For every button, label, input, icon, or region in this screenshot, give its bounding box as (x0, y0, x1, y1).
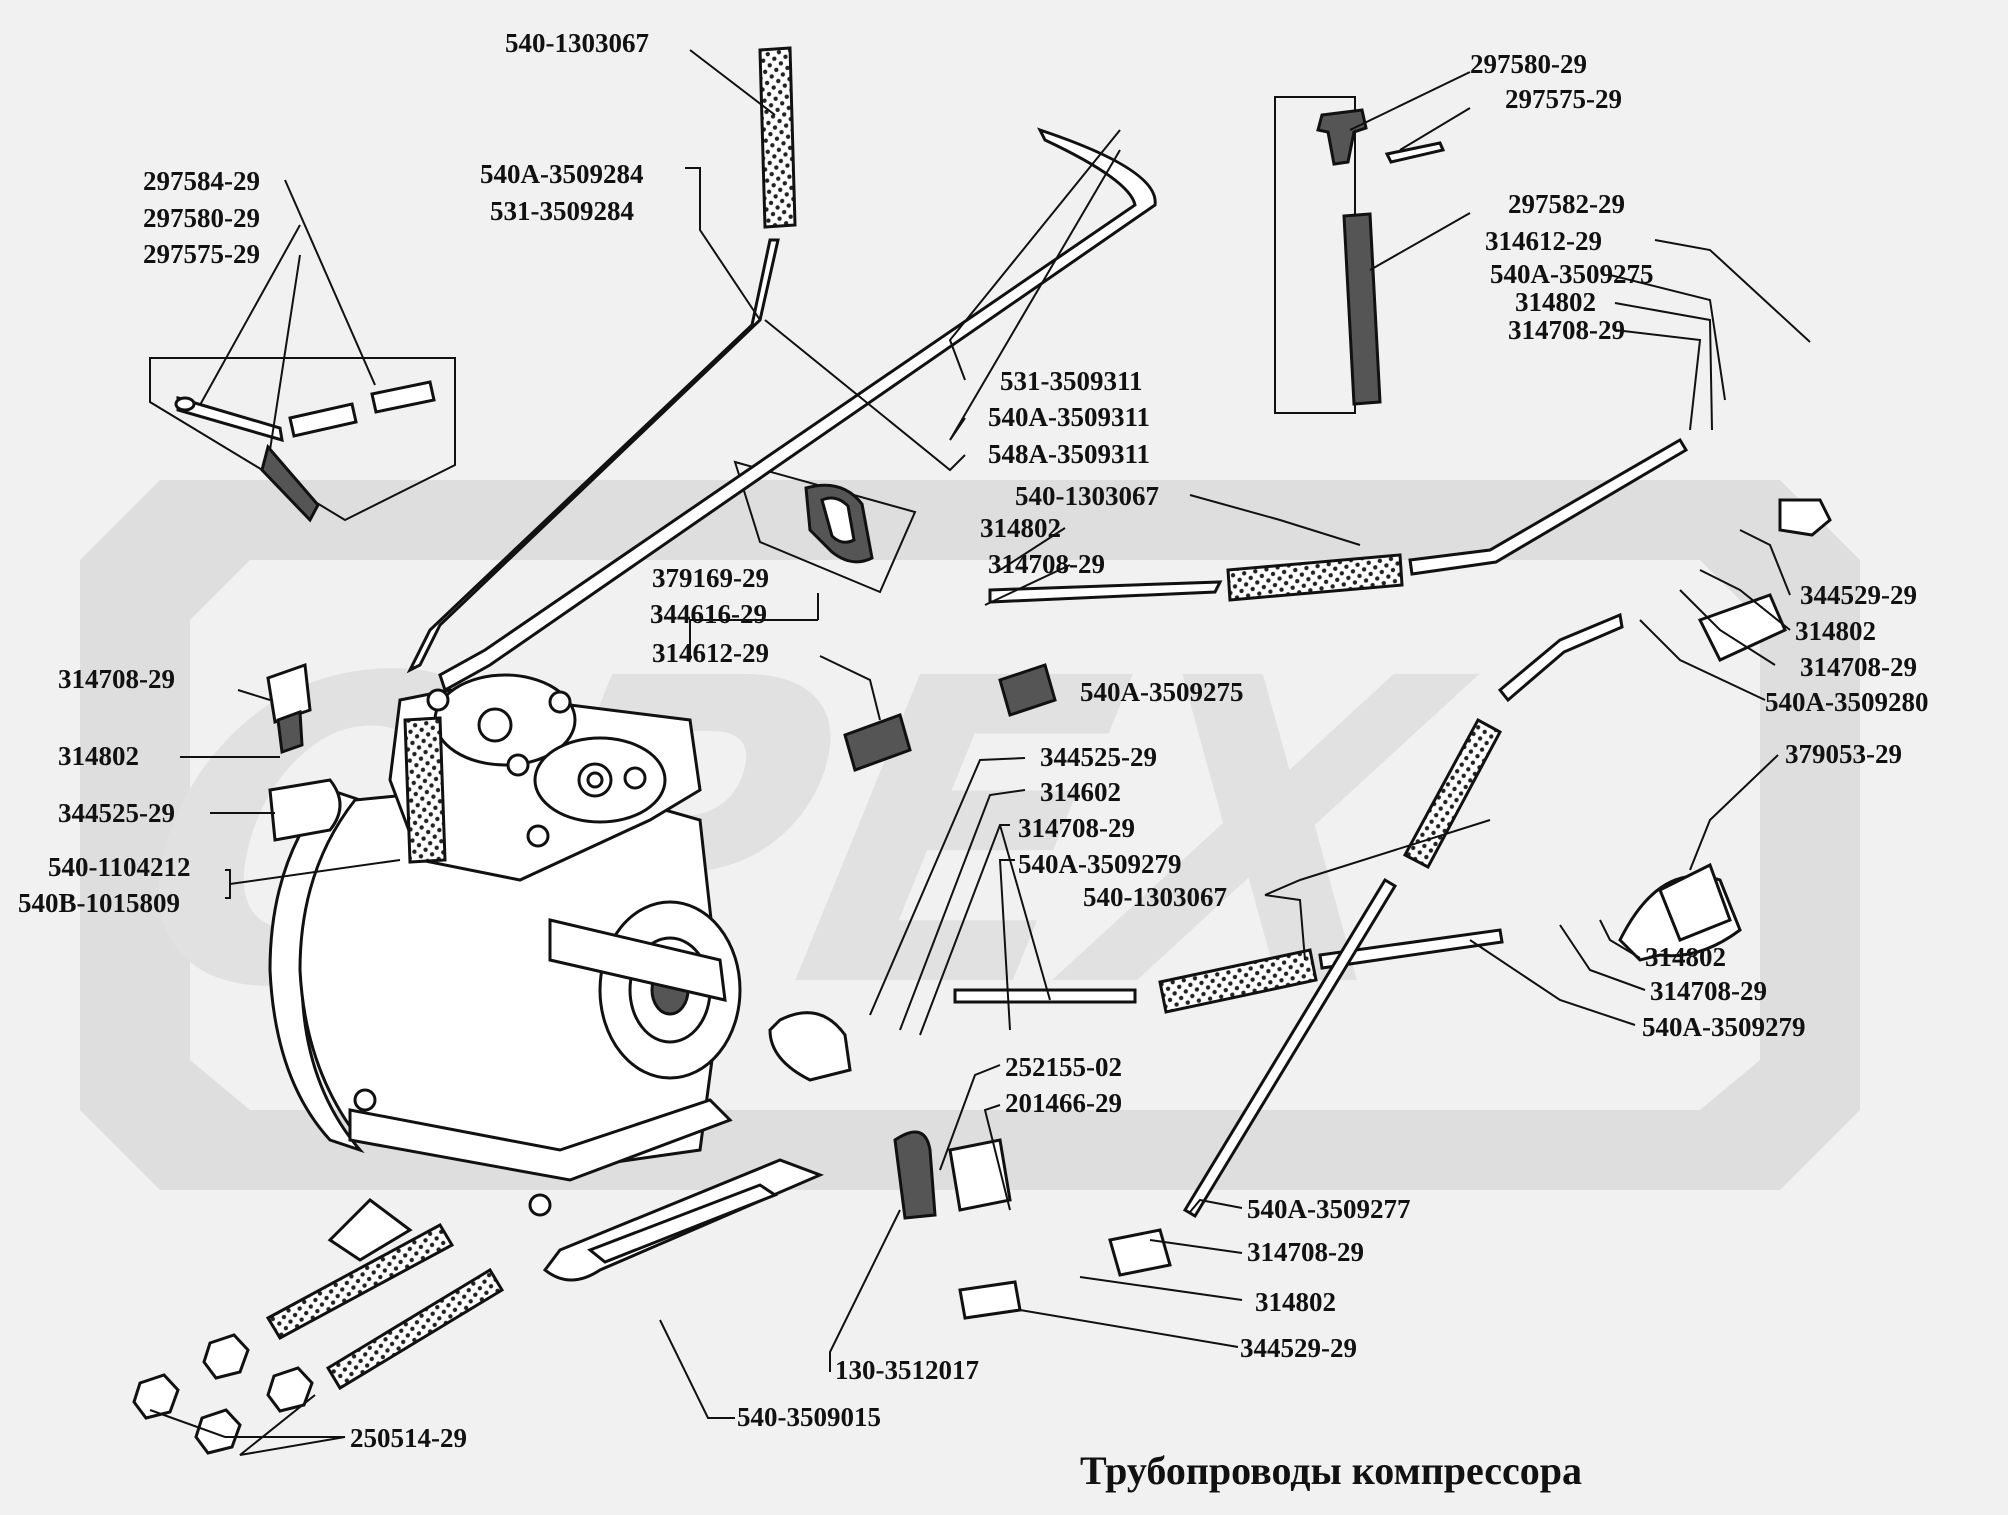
part-label: 314708-29 (988, 549, 1105, 579)
inset-parts (174, 108, 1446, 564)
part-label: 344525-29 (58, 798, 175, 828)
part-label: 314708-29 (1650, 976, 1767, 1006)
part-label: 540А-3509279 (1642, 1012, 1806, 1042)
part-label: 314708-29 (58, 664, 175, 694)
part-label: 540-1104212 (48, 852, 191, 882)
compressor (268, 673, 825, 1282)
part-label: 252155-02 (1005, 1052, 1122, 1082)
part-label: 297584-29 (143, 166, 260, 196)
part-label: 314802 (1795, 616, 1876, 646)
part-label: 344529-29 (1800, 580, 1917, 610)
part-label: 540А-3509280 (1765, 687, 1929, 717)
part-label: 314708-29 (1247, 1237, 1364, 1267)
part-label: 531-3509284 (490, 196, 634, 226)
part-label: 540А-3509275 (1080, 677, 1244, 707)
part-label: 540-1303067 (505, 28, 649, 58)
part-label: 297575-29 (143, 239, 260, 269)
part-label: 250514-29 (350, 1423, 467, 1453)
page-title: Трубопроводы компрессора (1080, 1448, 1582, 1493)
part-label: 314708-29 (1800, 652, 1917, 682)
part-label: 540-1303067 (1015, 481, 1159, 511)
part-label: 540А-3509279 (1018, 849, 1182, 879)
part-label: 379169-29 (652, 563, 769, 593)
part-label: 130-3512017 (835, 1355, 979, 1385)
part-label: 548А-3509311 (988, 439, 1150, 469)
part-label: 314802 (980, 513, 1061, 543)
part-label: 540А-3509311 (988, 402, 1150, 432)
part-label: 314802 (1645, 942, 1726, 972)
part-label: 540-3509015 (737, 1402, 881, 1432)
fittings (266, 498, 1832, 1320)
part-label: 344525-29 (1040, 742, 1157, 772)
studs-and-nuts (132, 1222, 505, 1455)
part-label: 314802 (58, 741, 139, 771)
part-label: 314708-29 (1508, 315, 1625, 345)
part-label: 314612-29 (652, 638, 769, 668)
part-label: 540А-3509284 (480, 159, 644, 189)
part-label: 379053-29 (1785, 739, 1902, 769)
part-label: 540А-3509277 (1247, 1194, 1411, 1224)
part-label: 314602 (1040, 777, 1121, 807)
part-label: 297580-29 (1470, 49, 1587, 79)
pipes (403, 46, 1689, 1219)
part-label: 540А-3509275 (1490, 259, 1654, 289)
part-label: 297582-29 (1508, 189, 1625, 219)
part-labels: 540-1303067 540А-3509284 531-3509284 297… (18, 28, 1929, 1453)
part-label: 201466-29 (1005, 1088, 1122, 1118)
part-label: 540В-1015809 (18, 888, 180, 918)
part-label: 297575-29 (1505, 84, 1622, 114)
part-label: 314802 (1515, 287, 1596, 317)
part-label: 540-1303067 (1083, 882, 1227, 912)
part-label: 314612-29 (1485, 226, 1602, 256)
part-label: 297580-29 (143, 203, 260, 233)
part-label: 344616-29 (650, 599, 767, 629)
leader-lines (149, 49, 1811, 1456)
part-label: 314802 (1255, 1287, 1336, 1317)
part-label: 314708-29 (1018, 813, 1135, 843)
part-label: 344529-29 (1240, 1333, 1357, 1363)
part-label: 531-3509311 (1000, 366, 1143, 396)
